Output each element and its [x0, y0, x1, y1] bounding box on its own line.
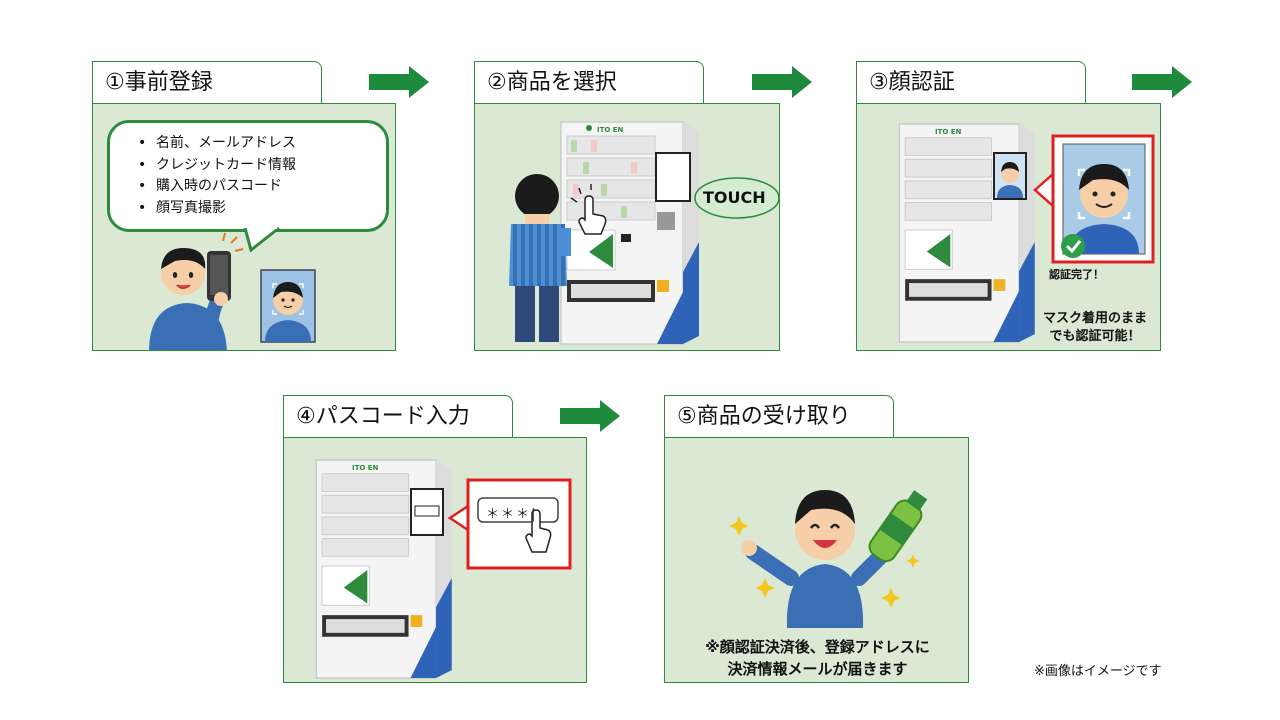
step-1-title: ①事前登録 [92, 61, 322, 103]
touch-label: TOUCH [703, 188, 766, 207]
passcode-value: ＊＊＊| [486, 507, 538, 522]
brand-logo: ITO EN [935, 128, 962, 136]
touch-speech-bubble [694, 177, 779, 219]
registration-item: 名前、メールアドレス [138, 133, 386, 155]
arrow-right-icon [1132, 66, 1192, 98]
touch-panel-icon [655, 152, 691, 202]
happy-person-with-bottle-icon [729, 490, 928, 628]
mask-note: マスク着用のまま でも認証可能！ [1043, 310, 1147, 346]
passcode-screen-icon [410, 488, 444, 536]
bubble-tail [243, 224, 280, 253]
passcode-highlight [447, 478, 572, 570]
registration-item: 購入時のパスコード [138, 176, 386, 198]
receipt-note-line2: 決済情報メールが届きます [727, 660, 908, 678]
receipt-note: ※顔認証決済後、登録アドレスに 決済情報メールが届きます [665, 636, 968, 680]
person-taking-selfie-icon [149, 232, 244, 350]
step-4-title: ④パスコード入力 [283, 395, 513, 437]
image-disclaimer: ※画像はイメージです [1034, 664, 1162, 679]
arrow-right-icon [752, 66, 812, 98]
auth-done-label: 認証完了！ [1049, 268, 1104, 281]
step-5-panel: ※顔認証決済後、登録アドレスに 決済情報メールが届きます [664, 437, 969, 683]
mask-note-line2: でも認証可能！ [1049, 329, 1141, 344]
arrow-right-icon [560, 400, 620, 432]
registration-list: 名前、メールアドレス クレジットカード情報 購入時のパスコード 顔写真撮影 [110, 123, 386, 219]
step-3-title: ③顔認証 [856, 61, 1086, 103]
step-3-panel: ITO EN 認証完了！ マスク着用のまま でも認証可能！ [856, 103, 1161, 351]
brand-logo: ITO EN [352, 464, 379, 472]
arrow-right-icon [369, 66, 429, 98]
face-photo-icon [260, 269, 316, 343]
registration-item: 顔写真撮影 [138, 198, 386, 220]
step-2-title: ②商品を選択 [474, 61, 704, 103]
brand-logo: ITO EN [597, 126, 624, 134]
person-back-view-icon [509, 174, 571, 342]
registration-speech-bubble: 名前、メールアドレス クレジットカード情報 購入時のパスコード 顔写真撮影 [107, 120, 389, 232]
registration-item: クレジットカード情報 [138, 155, 386, 177]
step-4-panel: ITO EN ＊＊＊| [283, 437, 587, 683]
face-recognition-highlight [1033, 134, 1155, 264]
step-1-panel: 名前、メールアドレス クレジットカード情報 購入時のパスコード 顔写真撮影 [92, 103, 396, 351]
face-screen-icon [993, 152, 1027, 200]
receipt-note-line1: ※顔認証決済後、登録アドレスに [705, 638, 930, 656]
mask-note-line1: マスク着用のまま [1043, 311, 1148, 326]
hand-pointer-icon [570, 184, 607, 235]
step-5-title: ⑤商品の受け取り [664, 395, 894, 437]
step-2-panel: ITO EN TOUCH [474, 103, 780, 351]
